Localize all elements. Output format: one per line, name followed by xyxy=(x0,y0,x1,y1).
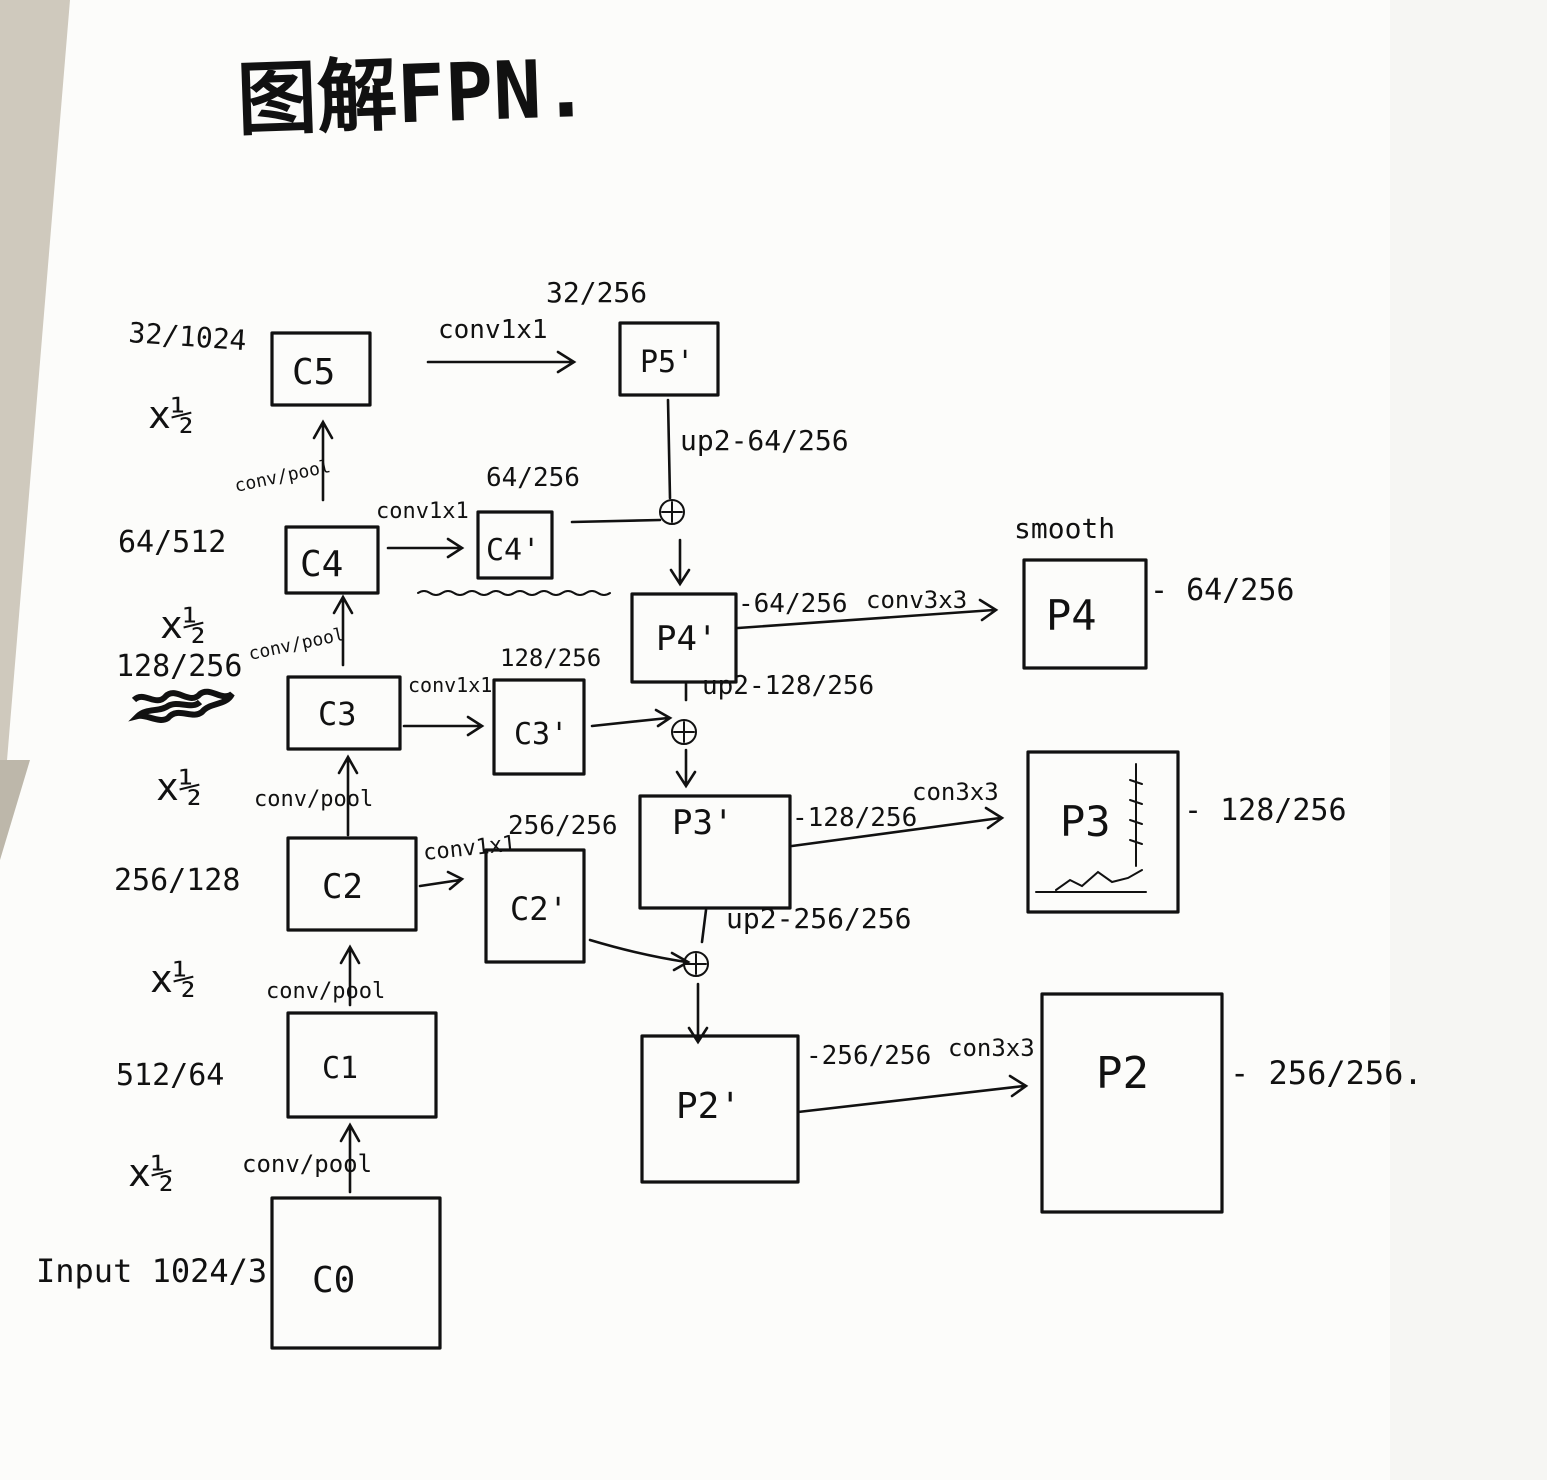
paper-shade-right xyxy=(1390,0,1547,1480)
size-c1: 512/64 xyxy=(116,1058,224,1093)
size-p5-prime: 32/256 xyxy=(546,276,647,309)
box-c0-label: C0 xyxy=(312,1260,355,1301)
box-c1: C1 xyxy=(286,1011,438,1119)
box-c2-prime-label: C2' xyxy=(510,890,568,928)
plus-node-3 xyxy=(683,951,709,977)
lateral-op-c3: conv1x1 xyxy=(408,673,492,697)
scale-label-4: x½ xyxy=(150,957,196,1001)
lateral-c3p-to-plus xyxy=(590,708,673,728)
box-c2-prime: C2' 256/256 xyxy=(484,811,618,964)
arrow-c1-c2: conv/pool xyxy=(266,944,385,1007)
paper-shadow xyxy=(0,760,30,860)
conv-pool-label-3: conv/pool xyxy=(254,787,373,812)
smooth-label: smooth xyxy=(1014,512,1115,545)
top-down-line-p3 xyxy=(700,908,708,944)
box-p2-label: P2 xyxy=(1096,1048,1149,1099)
conv-pool-label-5: conv/pool xyxy=(242,1150,372,1178)
size-p2-prime: -256/256 xyxy=(806,1041,931,1071)
smooth-arrow-p2: con3x3 xyxy=(796,1034,1035,1114)
size-p4-prime: -64/256 xyxy=(738,589,848,619)
box-p2: P2 - 256/256. xyxy=(1040,992,1423,1214)
box-p4-label: P4 xyxy=(1046,591,1097,640)
lateral-op-c4: conv1x1 xyxy=(376,499,469,524)
smooth-arrow-p3: con3x3 xyxy=(790,778,1005,848)
size-p3-prime: -128/256 xyxy=(792,803,917,833)
box-p4: P4 - 64/256 xyxy=(1022,558,1295,670)
box-c5-label: C5 xyxy=(292,352,335,393)
lateral-c4p-to-plus xyxy=(570,518,662,524)
box-c3: C3 xyxy=(286,675,402,751)
scale-label-3: x½ xyxy=(156,765,202,809)
size-c3: 128/256 xyxy=(116,649,242,684)
box-c1-label: C1 xyxy=(322,1051,358,1086)
box-p4-prime-label: P4' xyxy=(656,619,717,659)
scale-label-1: x½ xyxy=(148,393,194,437)
box-p2-prime-label: P2' xyxy=(676,1086,741,1127)
smooth-op-p2: con3x3 xyxy=(948,1034,1035,1062)
size-c4: 64/512 xyxy=(118,525,226,560)
size-c0: Input 1024/3 xyxy=(36,1252,267,1290)
lateral-op-c5: conv1x1 xyxy=(438,315,548,345)
upsample-label-p3: up2-256/256 xyxy=(726,902,911,935)
size-c2-prime: 256/256 xyxy=(508,811,618,841)
top-down-line-p5 xyxy=(666,398,672,500)
lateral-c3-c3p: conv1x1 xyxy=(402,673,492,737)
arrow-c0-c1: conv/pool xyxy=(242,1122,372,1194)
conv-pool-label-4: conv/pool xyxy=(266,979,385,1004)
lateral-c5-p5: conv1x1 xyxy=(426,315,577,374)
arrow-plus2-p3p xyxy=(675,748,697,789)
plus-node-1 xyxy=(659,499,685,525)
box-c3-prime: C3' 128/256 xyxy=(492,644,601,776)
box-c4: C4 xyxy=(284,525,380,595)
size-p3: - 128/256 xyxy=(1184,793,1347,828)
arrow-plus3-p2p xyxy=(687,982,709,1045)
box-c2: C2 xyxy=(286,836,418,932)
box-c4-prime-label: C4' xyxy=(486,533,540,568)
box-c3-label: C3 xyxy=(318,695,357,733)
plus-node-2 xyxy=(671,719,697,745)
box-c4-prime: C4' 64/256 xyxy=(476,463,580,580)
box-p4-prime: P4' -64/256 xyxy=(630,589,848,684)
box-c0: C0 xyxy=(270,1196,442,1350)
wavy-line xyxy=(417,590,611,596)
smooth-op-p3: con3x3 xyxy=(912,778,999,806)
upsample-label-p5: up2-64/256 xyxy=(680,424,849,457)
size-c5: 32/1024 xyxy=(128,316,248,357)
size-p2: - 256/256. xyxy=(1230,1054,1423,1092)
scale-label-5: x½ xyxy=(128,1151,174,1195)
box-p5-prime: P5' 32/256 xyxy=(546,276,720,397)
box-p3: P3 - 128/256 xyxy=(1026,750,1347,914)
box-c2-label: C2 xyxy=(322,867,363,907)
scribble-mark xyxy=(128,688,235,723)
box-c5: C5 xyxy=(270,331,372,407)
lateral-c2p-to-plus xyxy=(588,938,691,972)
page-title: 图解FPN. xyxy=(235,42,591,147)
arrow-plus1-p4p xyxy=(669,538,691,587)
box-p2-prime: P2' -256/256 xyxy=(640,1034,931,1184)
arrow-c2-c3: conv/pool xyxy=(254,754,373,837)
size-c3-prime: 128/256 xyxy=(500,644,601,672)
size-c2: 256/128 xyxy=(114,863,240,898)
smooth-op-p4: conv3x3 xyxy=(866,586,967,614)
box-p3-prime-label: P3' xyxy=(672,803,733,843)
size-c4-prime: 64/256 xyxy=(486,463,580,493)
size-p4: - 64/256 xyxy=(1150,573,1295,608)
box-p5-prime-label: P5' xyxy=(640,345,694,380)
box-p3-label: P3 xyxy=(1060,797,1111,846)
box-c3-prime-label: C3' xyxy=(514,717,568,752)
box-c4-label: C4 xyxy=(300,544,343,585)
scale-label-2: x½ xyxy=(160,603,206,647)
box-p3-prime: P3' -128/256 xyxy=(638,794,917,910)
smooth-arrow-p4: conv3x3 xyxy=(736,586,999,630)
upsample-label-p4: up2-128/256 xyxy=(702,671,874,701)
lateral-c4-c4p: conv1x1 xyxy=(376,499,469,559)
